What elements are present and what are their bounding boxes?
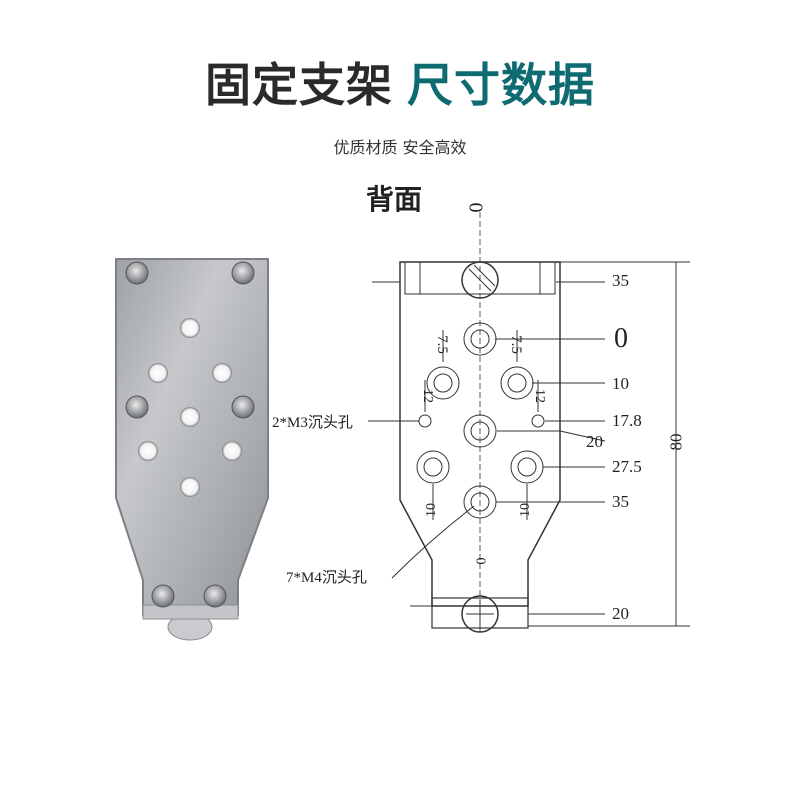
callout-m3: 2*M3沉头孔 [272, 415, 353, 431]
dim-35: 35 [612, 492, 629, 511]
title-main: 固定支架 [205, 58, 393, 112]
dim-right-12: 12 [532, 389, 547, 403]
dim-20: 20 [586, 432, 603, 451]
view-label: 背面 [366, 183, 423, 216]
dim-35-top: 35 [612, 271, 629, 290]
dim-left-7-5: 7.5 [433, 335, 450, 354]
page-title: 固定支架尺寸数据 [0, 62, 800, 108]
dim-27-5: 27.5 [612, 457, 642, 476]
photo-holes [138, 318, 242, 497]
dim-bottom-0: 0 [472, 557, 488, 565]
m4-holes [416, 322, 544, 519]
photo-screws [125, 261, 255, 608]
dim-right-7-5: 7.5 [507, 335, 524, 354]
dim-80: 80 [666, 433, 686, 451]
dim-right-10: 10 [518, 503, 533, 517]
dim-10: 10 [612, 374, 629, 393]
dim-17-8: 17.8 [612, 411, 642, 430]
dim-left-12: 12 [420, 389, 435, 403]
title-accent: 尺寸数据 [407, 58, 595, 112]
callout-m4: 7*M4沉头孔 [286, 570, 367, 586]
subtitle: 优质材质 安全高效 [333, 138, 467, 157]
dim-left-10: 10 [424, 503, 439, 517]
dim-top-zero: 0 [464, 202, 487, 213]
dim-0: 0 [614, 323, 628, 354]
dim-20-bottom: 20 [612, 604, 629, 623]
